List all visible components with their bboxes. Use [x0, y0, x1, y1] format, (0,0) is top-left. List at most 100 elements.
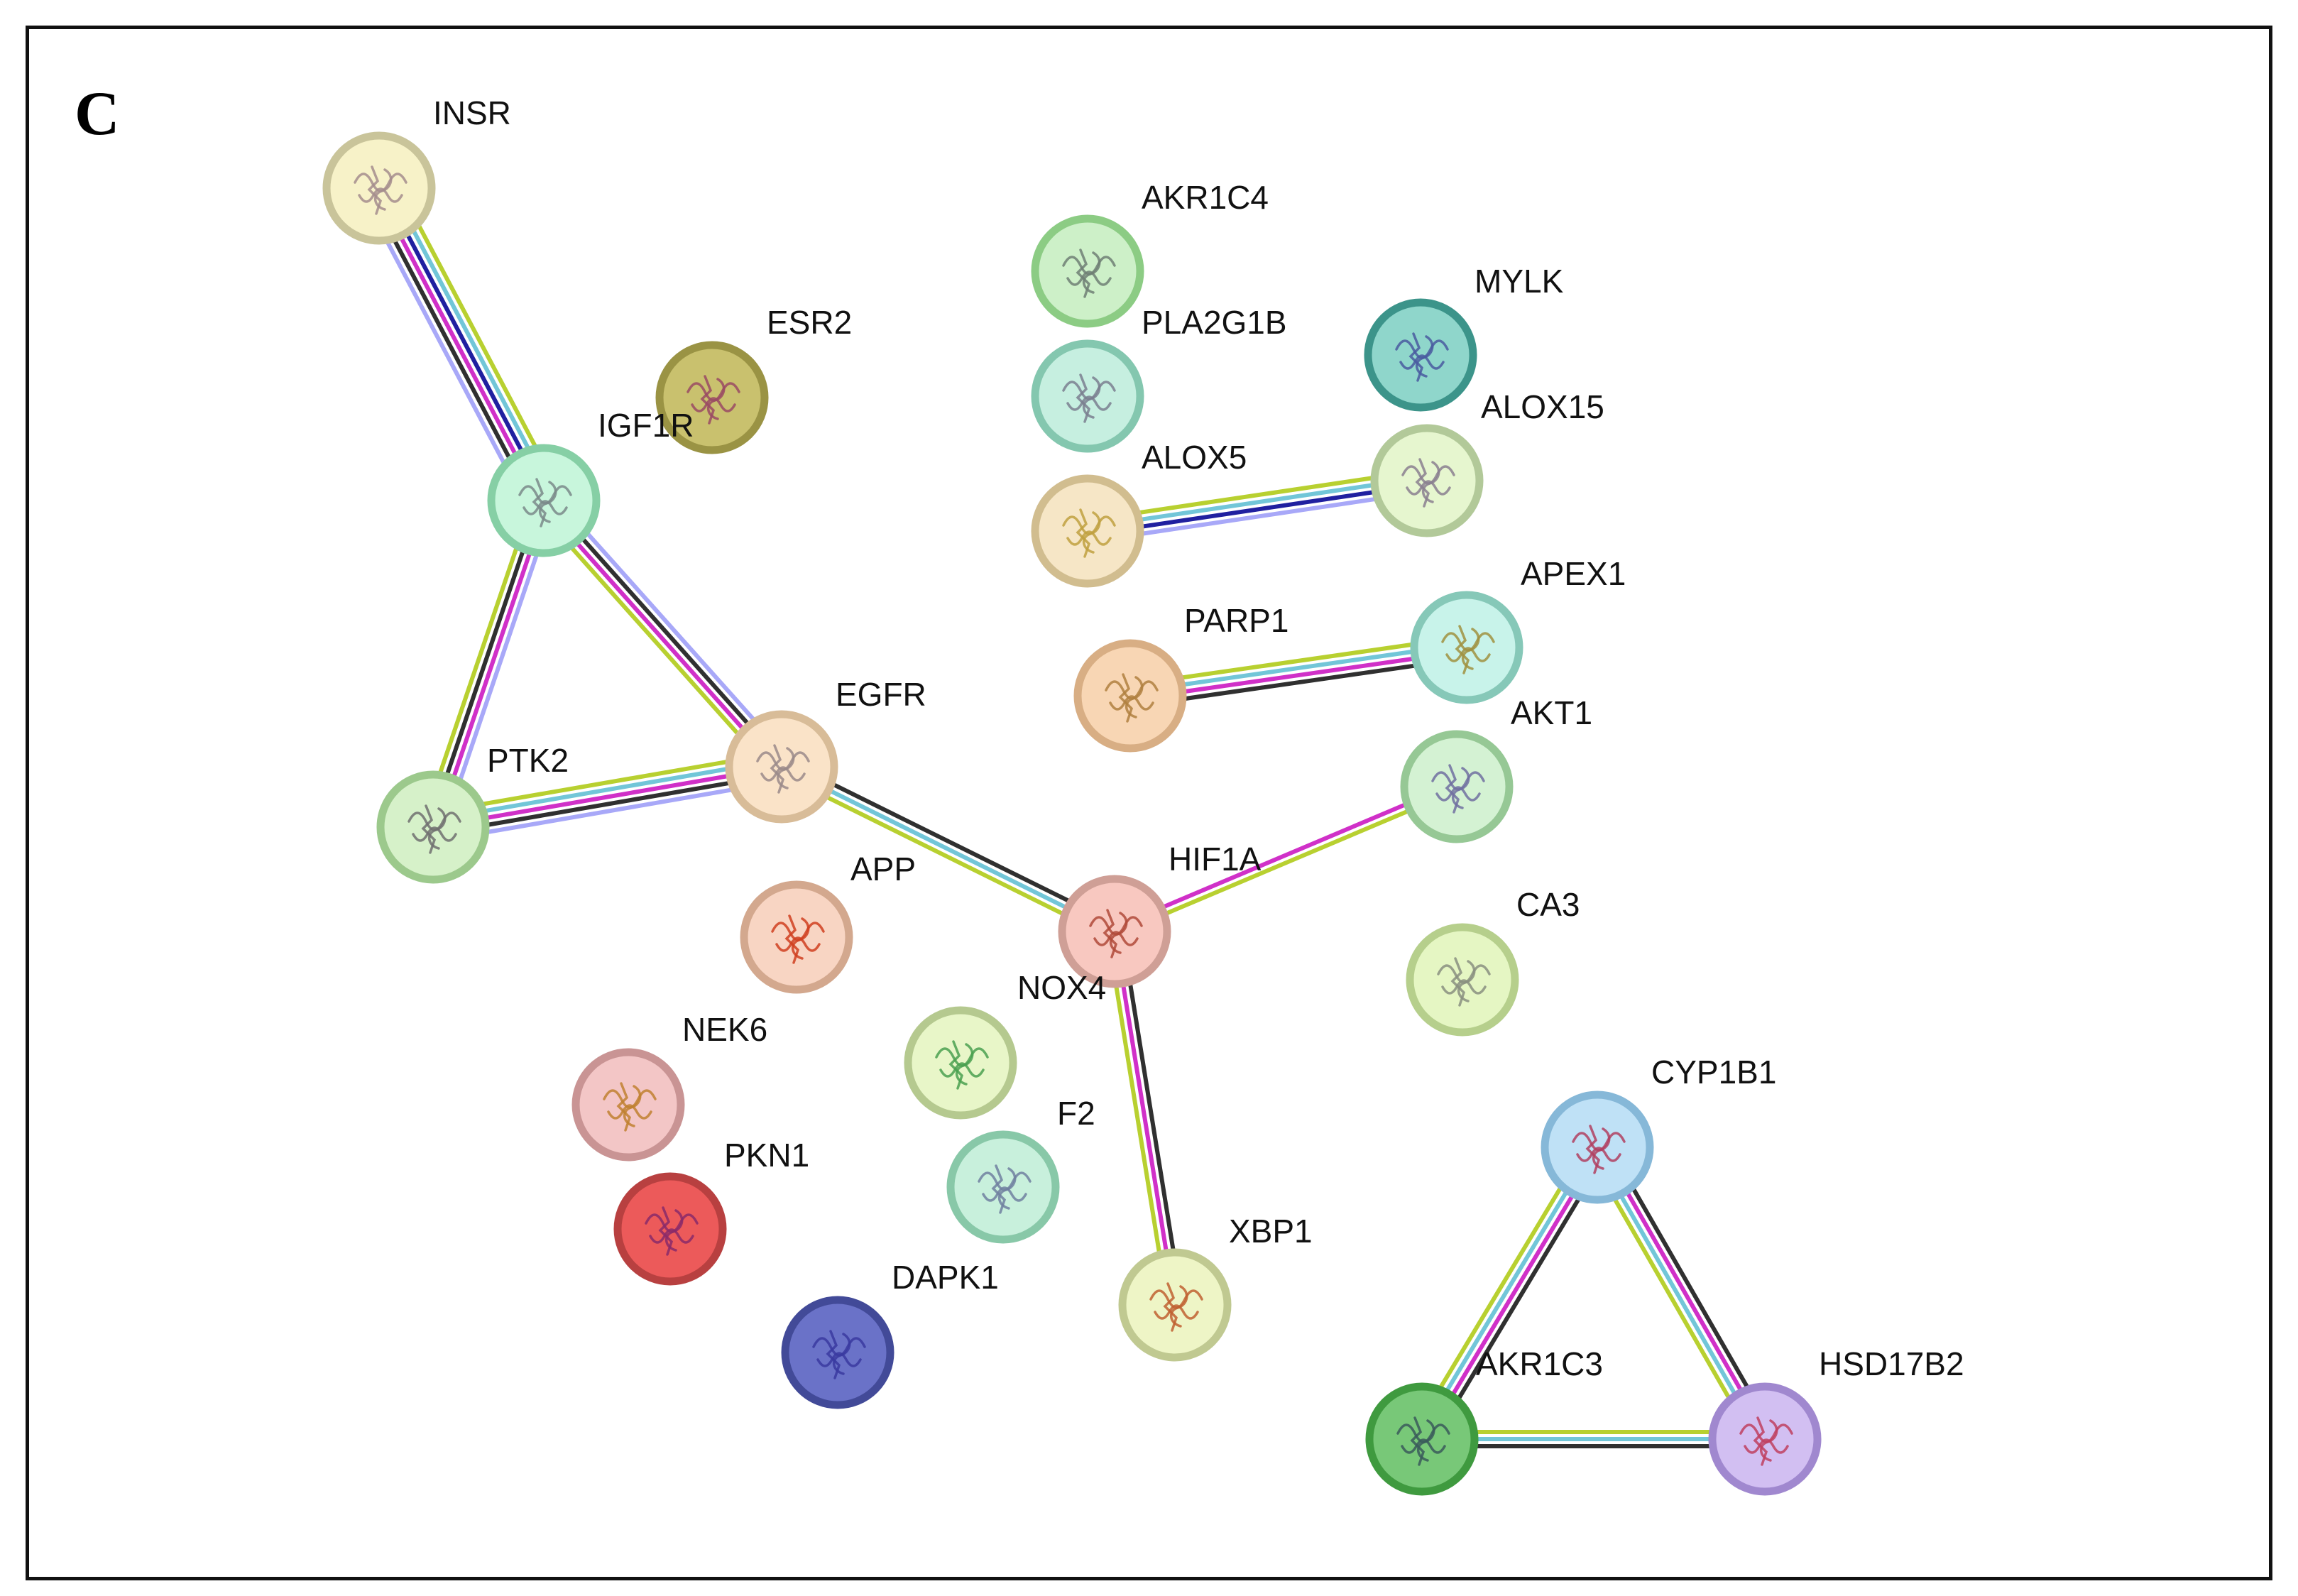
node-app[interactable]: APP	[740, 851, 916, 994]
node-f2[interactable]: F2	[946, 1095, 1095, 1244]
glyph-stroke	[649, 1228, 694, 1244]
glyph-stroke	[623, 1085, 642, 1127]
glyph-stroke	[1406, 480, 1451, 496]
edge-line-database	[780, 765, 1116, 934]
node-insr[interactable]: INSR	[322, 94, 511, 245]
node-hsd17b2[interactable]: HSD17B2	[1708, 1345, 1964, 1496]
protein-structure-icon	[1437, 957, 1491, 1007]
glyph-stroke	[1076, 508, 1091, 558]
glyph-stroke	[948, 1040, 964, 1090]
node-nek6[interactable]: NEK6	[571, 1011, 767, 1162]
node-pkn1[interactable]: PKN1	[613, 1137, 809, 1286]
protein-structure-icon	[1062, 248, 1116, 298]
glyph-stroke	[1422, 461, 1440, 503]
edge-ptk2-egfr	[430, 750, 784, 843]
glyph-stroke	[770, 744, 785, 794]
edge-igf1r-egfr	[534, 492, 792, 775]
glyph-stroke	[1163, 1282, 1178, 1332]
node-hif1a[interactable]: HIF1A	[1058, 841, 1262, 988]
glyph-stroke	[522, 500, 568, 515]
glyph-stroke	[1066, 530, 1112, 546]
node-ptk2[interactable]: PTK2	[376, 742, 569, 884]
node-akr1c4[interactable]: AKR1C4	[1031, 179, 1269, 328]
glyph-stroke	[1576, 1147, 1621, 1162]
node-label: ALOX15	[1481, 388, 1604, 425]
node-parp1[interactable]: PARP1	[1073, 602, 1288, 753]
glyph-stroke	[1592, 1127, 1611, 1170]
edge-line-experimental	[373, 188, 543, 503]
node-label: NEK6	[682, 1011, 767, 1048]
node-egfr[interactable]: EGFR	[725, 676, 926, 824]
edge-line-coexpression	[1131, 655, 1469, 709]
protein-structure-icon	[407, 804, 461, 854]
node-label: HIF1A	[1169, 841, 1262, 878]
glyph-stroke	[1744, 1438, 1789, 1454]
glyph-stroke	[691, 397, 736, 412]
edge-line-homology	[361, 195, 530, 510]
protein-structure-icon	[354, 165, 407, 215]
panel-label: C	[75, 80, 120, 148]
glyph-stroke	[1455, 625, 1470, 674]
node-akt1[interactable]: AKT1	[1400, 694, 1592, 843]
glyph-stroke	[1125, 676, 1144, 718]
protein-structure-icon	[686, 375, 740, 425]
edge-line-homology	[1088, 488, 1429, 544]
glyph-stroke	[1083, 251, 1101, 294]
glyph-stroke	[1110, 912, 1128, 954]
node-label: APP	[850, 851, 916, 887]
edge-line-experimental	[1130, 648, 1468, 701]
edge-line-textmining	[1085, 468, 1426, 523]
protein-structure-icon	[1431, 764, 1485, 814]
edge-line-homology	[441, 503, 557, 831]
node-ca3[interactable]: CA3	[1406, 886, 1580, 1037]
node-apex1[interactable]: APEX1	[1410, 555, 1626, 704]
edge-igf1r-ptk2	[420, 496, 557, 831]
glyph-stroke	[1452, 767, 1470, 809]
glyph-stroke	[428, 807, 447, 850]
glyph-stroke	[1401, 1438, 1446, 1454]
node-alox5[interactable]: ALOX5	[1031, 439, 1247, 588]
node-igf1r[interactable]: IGF1R	[487, 407, 694, 557]
edge-line-homology	[434, 778, 784, 843]
edge-line-coexpression	[1429, 1152, 1609, 1446]
glyph-stroke	[1076, 248, 1091, 298]
glyph-stroke	[1417, 1419, 1435, 1462]
glyph-stroke	[1445, 764, 1460, 814]
node-label: CYP1B1	[1651, 1054, 1776, 1091]
protein-structure-icon	[645, 1206, 699, 1256]
protein-structure-icon	[1395, 332, 1449, 382]
node-akr1c3[interactable]: AKR1C3	[1365, 1345, 1603, 1496]
glyph-stroke	[1066, 270, 1112, 286]
glyph-stroke	[1450, 957, 1466, 1007]
glyph-stroke	[1457, 960, 1476, 1002]
node-label: EGFR	[836, 676, 926, 713]
edge-line-textmining	[534, 505, 776, 775]
glyph-stroke	[956, 1043, 974, 1086]
edge-line-coexpression	[545, 496, 786, 766]
node-pla2g1b[interactable]: PLA2G1B	[1031, 304, 1287, 453]
edge-line-experimental	[1112, 931, 1177, 1306]
glyph-stroke	[1760, 1419, 1778, 1462]
node-cyp1b1[interactable]: CYP1B1	[1541, 1054, 1776, 1204]
node-label: ALOX5	[1142, 439, 1247, 476]
glyph-stroke	[1076, 373, 1091, 423]
glyph-stroke	[982, 1186, 1027, 1202]
edge-line-textmining	[1586, 1151, 1758, 1445]
node-label: PARP1	[1184, 602, 1288, 639]
node-dapk1[interactable]: DAPK1	[781, 1259, 999, 1409]
node-mylk[interactable]: MYLK	[1364, 263, 1564, 412]
node-nox4[interactable]: NOX4	[904, 969, 1106, 1120]
glyph-stroke	[1441, 979, 1487, 995]
glyph-stroke	[1083, 376, 1101, 419]
node-esr2[interactable]: ESR2	[655, 304, 852, 454]
edge-line-experimental	[434, 501, 549, 829]
glyph-stroke	[816, 1352, 862, 1367]
node-xbp1[interactable]: XBP1	[1118, 1213, 1313, 1362]
node-label: APEX1	[1521, 555, 1626, 592]
edge-line-database	[1129, 642, 1467, 695]
edge-line-textmining	[777, 771, 1112, 940]
node-alox15[interactable]: ALOX15	[1370, 388, 1604, 537]
protein-structure-icon	[1089, 909, 1143, 958]
